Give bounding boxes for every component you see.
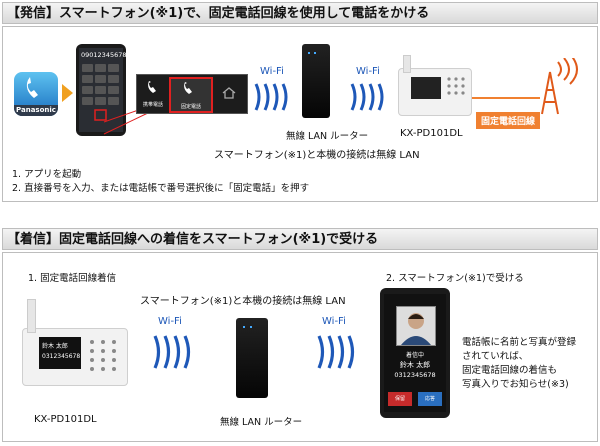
landline-call-label: 固定電話 <box>180 104 201 110</box>
app-icon[interactable]: Panasonic <box>14 72 58 116</box>
call-popup: 携帯電話 固定電話 <box>136 74 248 114</box>
wifi-label: Wi-Fi <box>356 66 380 77</box>
wifi-waves-icon <box>317 335 355 369</box>
section2-title: 【着信】固定電話回線への着信をスマートフォン(※1)で受ける <box>2 228 598 250</box>
router-label: 無線 LAN ルーター <box>220 417 303 428</box>
incoming-step-2: 2. スマートフォン(※1)で受ける <box>386 273 524 284</box>
call-status: 着信中 <box>405 352 424 359</box>
arrow-icon <box>62 84 73 102</box>
wifi-waves-icon <box>254 83 288 111</box>
router <box>236 318 268 398</box>
wifi-label: Wi-Fi <box>260 66 284 77</box>
smartphone: 09012345678 <box>76 44 127 136</box>
note-line-1: 電話帳に名前と写真が登録 <box>462 337 577 348</box>
phone-handset-icon <box>26 77 38 98</box>
keypad <box>82 64 119 121</box>
answer-button[interactable]: 応答 <box>418 392 442 406</box>
incoming-step-1: 1. 固定電話回線着信 <box>28 273 117 284</box>
note-line-4: 写真入りでお知らせ(※3) <box>462 379 569 390</box>
fixed-phone-device <box>398 55 472 116</box>
wifi-label: Wi-Fi <box>158 316 182 327</box>
wifi-waves-icon <box>350 83 384 111</box>
caller-photo <box>396 306 436 346</box>
step-2: 2. 直接番号を入力、または電話帳で番号選択後に「固定電話」を押す <box>12 183 310 194</box>
device-screen <box>411 77 441 99</box>
device-screen: 鈴木 太郎 0312345678 <box>39 337 81 369</box>
connection-note: スマートフォン(※1)と本機の接続は無線 LAN <box>214 150 420 161</box>
app-name: Panasonic <box>14 105 58 116</box>
caller-number: 0312345678 <box>394 371 436 379</box>
step-1: 1. アプリを起動 <box>12 169 82 180</box>
device-keypad <box>90 340 116 371</box>
phone-screen: 09012345678 <box>79 48 127 132</box>
caller-name: 鈴木 太郎 <box>399 361 431 369</box>
device-caller-number: 0312345678 <box>42 353 81 360</box>
router-label: 無線 LAN ルーター <box>286 131 369 142</box>
mobile-phone-icon <box>148 81 156 93</box>
connection-note: スマートフォン(※1)と本機の接続は無線 LAN <box>140 296 346 307</box>
antenna <box>27 299 36 333</box>
radio-tower-icon <box>541 58 578 115</box>
phone-screen: 着信中 鈴木 太郎 0312345678 保留 応答 <box>384 294 446 412</box>
person-photo-icon <box>401 313 431 345</box>
wifi-label: Wi-Fi <box>322 316 346 327</box>
section1-title: 【発信】スマートフォン(※1)で、固定電話回線を使用して電話をかける <box>2 2 598 24</box>
note-line-2: されていれば、 <box>462 351 529 362</box>
device-caller-name: 鈴木 太郎 <box>42 343 68 350</box>
mobile-call-label: 携帯電話 <box>142 102 163 108</box>
mobile-call-button[interactable]: 携帯電話 <box>141 79 165 109</box>
antenna <box>403 55 411 73</box>
note-line-3: 固定電話回線の着信も <box>462 365 558 376</box>
landline-call-button[interactable]: 固定電話 <box>169 77 213 113</box>
phone-number: 09012345678 <box>81 51 127 59</box>
line-connection <box>472 97 540 99</box>
device-label: KX-PD101DL <box>34 414 97 425</box>
fixed-phone-device: 鈴木 太郎 0312345678 <box>22 299 128 386</box>
router <box>302 44 330 118</box>
device-label: KX-PD101DL <box>400 128 463 139</box>
wifi-waves-icon <box>153 335 191 369</box>
landline-label: 固定電話回線 <box>476 112 541 129</box>
smartphone: 着信中 鈴木 太郎 0312345678 保留 応答 <box>380 288 450 418</box>
hold-button[interactable]: 保留 <box>388 392 412 406</box>
device-keypad <box>447 77 465 95</box>
home-icon <box>221 85 237 104</box>
landline-phone-icon <box>184 82 192 94</box>
